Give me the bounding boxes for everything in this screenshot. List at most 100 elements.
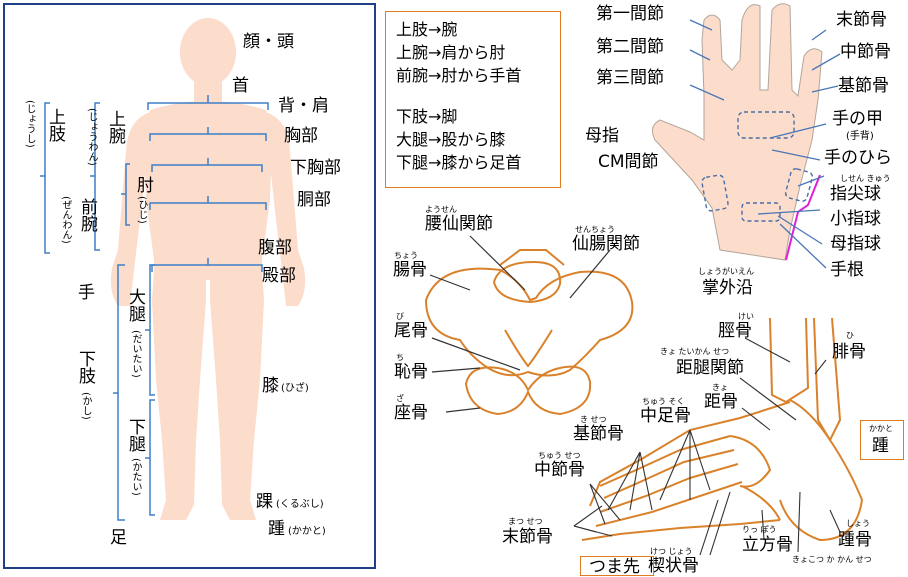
- pip-label: 第二間節: [596, 37, 664, 57]
- ulnar-edge-reading: しょうがいえん: [698, 267, 754, 276]
- toe-tip-box: つま先: [580, 556, 654, 576]
- trunk-label: 胴部: [297, 190, 331, 210]
- buttocks-label: 殿部: [262, 266, 296, 286]
- calcaneus-label: 踵骨: [838, 530, 872, 550]
- foot-label: 足: [110, 528, 127, 548]
- ilium-reading: ちょう: [394, 251, 418, 260]
- talus-label: 距骨: [704, 392, 738, 412]
- tibia-label: 脛骨: [718, 321, 752, 341]
- elbow-label: 肘: [133, 176, 153, 193]
- mcp-label: 第三間節: [596, 68, 664, 88]
- sacroiliac-reading: せんちょう: [575, 225, 615, 234]
- back-of-hand-label: 手の甲: [832, 109, 883, 129]
- lower-leg-reading: (かたい): [130, 458, 141, 496]
- fingertip-pad-label: 指尖球: [830, 184, 881, 204]
- ilium-label: 腸骨: [393, 260, 427, 280]
- fibula-label: 腓骨: [832, 342, 866, 362]
- back-shoulder-label: 背・肩: [278, 96, 329, 116]
- body-brackets: [40, 95, 269, 521]
- heel-callout-box: かかと 踵: [860, 420, 904, 460]
- lower-limb-reading: (かし): [80, 392, 91, 420]
- note-2: 上腕→肩から肘: [396, 43, 506, 62]
- thigh-reading: (だいたい): [130, 330, 141, 378]
- face-head-label: 顔・頭: [243, 32, 294, 52]
- ischium-label: 座骨: [394, 403, 428, 423]
- ulnar-edge-label: 掌外沿: [702, 278, 753, 298]
- thigh-label: 大腿: [125, 288, 145, 322]
- upper-arm-reading: (じょうわん): [86, 108, 97, 166]
- cuneiform-reading: けつ じょう: [650, 547, 693, 556]
- toe-tip-label: つま先: [589, 557, 640, 577]
- pelvis-lines: [429, 235, 611, 413]
- lower-leg-label: 下腿: [125, 418, 145, 452]
- lumbosacral-label: 腰仙関節: [425, 214, 493, 234]
- elbow-reading: (ひじ): [136, 196, 147, 224]
- distal-reading: まつ せつ: [508, 517, 543, 526]
- upper-arm-label: 上腕: [105, 110, 125, 144]
- palm-label: 手のひら: [824, 148, 892, 168]
- ischium-reading: ざ: [396, 394, 404, 403]
- thumb-label: 母指: [585, 126, 619, 146]
- coccyx-label: 尾骨: [394, 321, 428, 341]
- heel-box-label: 踵: [872, 436, 889, 456]
- note-6: 下腿→膝から足首: [396, 153, 522, 172]
- forearm-reading: (ぜんわん): [60, 196, 71, 244]
- note-5: 大腿→股から膝: [396, 130, 506, 149]
- calcaneus-reading: しょう: [846, 519, 870, 528]
- foot-illustration: [581, 317, 864, 542]
- foot-lines: [573, 337, 841, 556]
- heel-box-reading: かかと: [869, 424, 893, 433]
- heel-reading: (かかと): [288, 526, 326, 537]
- proximal-reading: き せつ: [580, 415, 607, 424]
- body-silhouette: [110, 18, 306, 520]
- hand-label: 手: [78, 283, 95, 303]
- neck-label: 首: [232, 76, 249, 96]
- talocrural-label: 距腿関節: [676, 358, 744, 378]
- cm-joint-label: CM間節: [598, 152, 659, 172]
- ankle-reading: (くるぶし): [276, 499, 324, 510]
- pubis-reading: ち: [396, 353, 404, 362]
- knee-label: 膝: [262, 376, 279, 396]
- cuboid-reading: りっ ぽう: [742, 525, 777, 534]
- ankle-label: 踝: [256, 492, 273, 512]
- proximal-phalanx-label: 基節骨: [838, 76, 889, 96]
- joint-reading: きょこつ か かん せつ: [792, 555, 872, 564]
- heel-label: 踵: [268, 519, 285, 539]
- sacroiliac-label: 仙腸関節: [572, 234, 640, 254]
- pubis-label: 恥骨: [394, 362, 428, 382]
- wrist-label: 手根: [830, 260, 864, 280]
- middle-reading: ちゅう せつ: [538, 451, 581, 460]
- hand-illustration: [651, 3, 841, 269]
- definitions-box: 上肢→腕 上腕→肩から肘 前腕→肘から手首 下肢→脚 大腿→股から膝 下腿→膝か…: [385, 11, 561, 188]
- distal-label: 末節骨: [502, 527, 553, 547]
- fibula-reading: ひ: [846, 331, 854, 340]
- lumbosacral-reading: ようせん: [425, 205, 457, 214]
- lower-chest-label: 下胸部: [290, 158, 341, 178]
- proximal-label: 基節骨: [573, 424, 624, 444]
- hypothenar-label: 小指球: [830, 209, 881, 229]
- note-1: 上肢→腕: [396, 20, 458, 39]
- note-4: 下肢→脚: [396, 107, 458, 126]
- coccyx-reading: び: [396, 312, 404, 321]
- cuneiform-label: 楔状骨: [648, 556, 699, 576]
- metatarsal-label: 中足骨: [640, 406, 691, 426]
- abdomen-label: 腹部: [258, 238, 292, 258]
- middle-label: 中節骨: [534, 460, 585, 480]
- back-of-hand-note: (手背): [846, 131, 874, 142]
- talus-reading: きょ: [712, 383, 728, 392]
- upper-limb-label: 上肢: [45, 108, 65, 142]
- upper-limb-reading: (じょうし): [24, 100, 35, 148]
- dip-label: 第一間節: [596, 4, 664, 24]
- pelvis-illustration: [424, 249, 634, 416]
- knee-reading: (ひざ): [281, 383, 309, 394]
- thenar-label: 母指球: [830, 234, 881, 254]
- forearm-label: 前腕: [77, 198, 97, 232]
- talocrural-reading: きょ たいかん せつ: [660, 347, 730, 356]
- chest-label: 胸部: [284, 126, 318, 146]
- body-figure-panel: [3, 3, 376, 569]
- distal-phalanx-label: 末節骨: [836, 10, 887, 30]
- fingertip-pad-reading: しせん きゅう: [840, 174, 891, 183]
- cuboid-label: 立方骨: [742, 535, 793, 555]
- middle-phalanx-label: 中節骨: [840, 42, 891, 62]
